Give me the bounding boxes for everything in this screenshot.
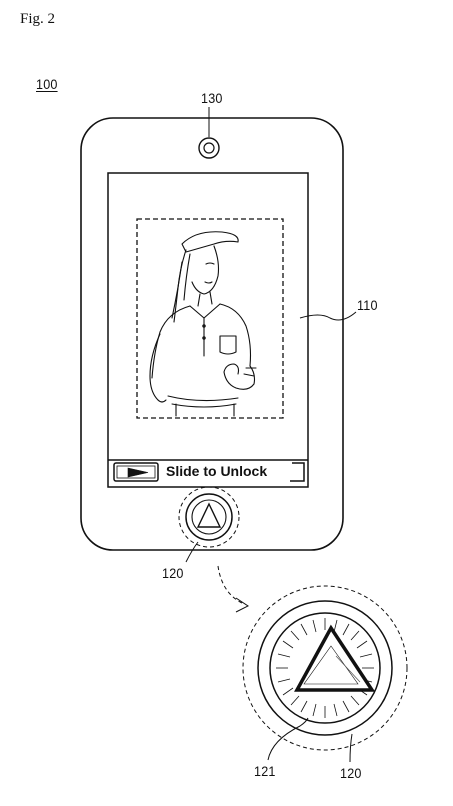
leader-line-button-ring xyxy=(349,733,353,763)
home-button[interactable] xyxy=(178,486,240,548)
ref-label-device: 100 xyxy=(36,76,58,92)
ref-label-button-surface: 121 xyxy=(254,763,276,779)
triangle-icon xyxy=(196,502,222,528)
lock-bar xyxy=(108,459,308,482)
leader-line-button-surface xyxy=(267,717,309,761)
ref-label-home-button: 120 xyxy=(162,565,184,581)
leader-line-display xyxy=(299,311,357,321)
zoom-arrow xyxy=(217,565,249,613)
enlarged-triangle-icon xyxy=(294,624,376,692)
ref-label-camera: 130 xyxy=(201,90,223,106)
figure-title: Fig. 2 xyxy=(20,11,56,27)
ref-label-button-ring: 120 xyxy=(340,765,362,781)
enlarged-home-button xyxy=(242,585,408,751)
play-arrow-icon[interactable] xyxy=(127,467,149,478)
camera-icon xyxy=(198,137,220,159)
ref-label-display: 110 xyxy=(357,297,378,313)
slide-to-unlock-label[interactable]: Slide to Unlock xyxy=(166,463,268,479)
device-body xyxy=(80,117,344,551)
woman-illustration xyxy=(149,231,257,417)
display-screen xyxy=(107,172,309,488)
dashed-image-frame xyxy=(136,218,284,419)
leader-line-home-button xyxy=(185,541,199,563)
